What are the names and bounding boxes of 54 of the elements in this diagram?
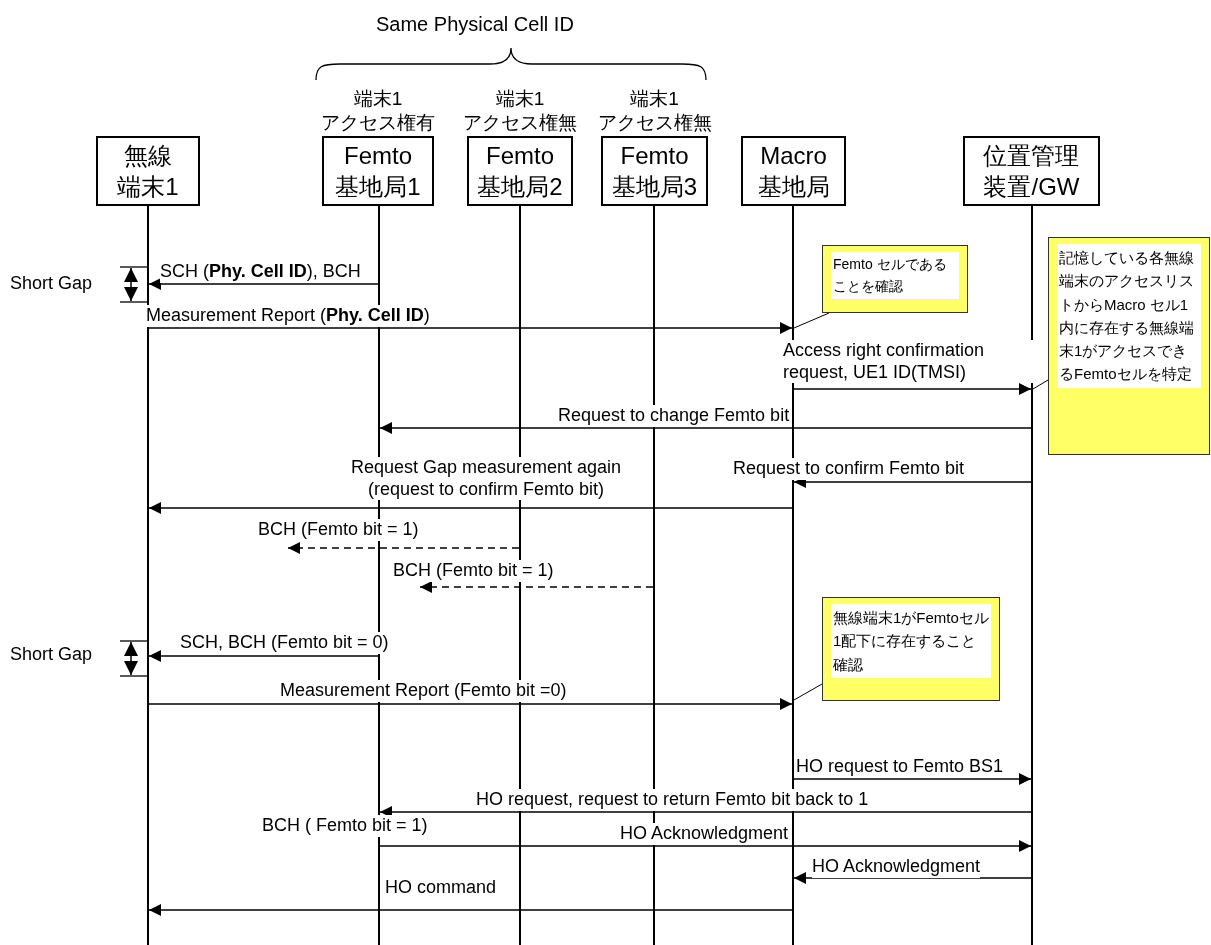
message-arrow xyxy=(148,278,379,290)
message-arrow xyxy=(419,581,654,593)
leader-line xyxy=(793,312,830,329)
edge-label: Measurement Report (Phy. Cell ID) xyxy=(146,305,430,327)
leader-line xyxy=(793,683,823,701)
edge-label: BCH (Femto bit = 1) xyxy=(258,519,419,541)
edge-label: Measurement Report (Femto bit =0) xyxy=(280,680,567,702)
message-arrow xyxy=(148,698,793,710)
message-arrow xyxy=(379,422,1032,434)
note-text: 無線端末1がFemtoセル1配下に存在すること確認 xyxy=(831,604,991,678)
message-arrow xyxy=(148,650,379,662)
text-label: BCH ( Femto bit = 1) xyxy=(262,815,428,837)
edge-label: SCH (Phy. Cell ID), BCH xyxy=(160,261,361,283)
lifeline xyxy=(653,206,655,945)
message-arrow xyxy=(379,806,1032,818)
edge-label: SCH, BCH (Femto bit = 0) xyxy=(180,632,389,654)
message-arrow xyxy=(287,542,520,554)
message-arrow xyxy=(379,840,1032,852)
access-right-label: 端末1 xyxy=(353,88,403,111)
lifeline xyxy=(1031,206,1033,945)
note-box xyxy=(822,597,1000,701)
note-box xyxy=(1048,237,1210,455)
edge-label: Request to change Femto bit xyxy=(558,405,790,427)
edge-label: BCH (Femto bit = 1) xyxy=(393,560,554,582)
lifeline xyxy=(147,206,149,945)
participant-box: Macro 基地局 xyxy=(741,136,846,206)
access-right-label: アクセス権有 xyxy=(321,112,435,135)
note-text: Femto セルであることを確認 xyxy=(831,252,959,300)
participant-box: 無線端末1 xyxy=(96,136,200,206)
message-arrow xyxy=(793,872,1032,884)
access-right-label: 端末1 xyxy=(630,88,679,111)
message-arrow xyxy=(793,773,1032,785)
note-box xyxy=(822,245,968,313)
edge-label: HO request to Femto BS1 xyxy=(796,756,1004,778)
message-arrow xyxy=(148,904,793,916)
note-text: 記憶している各無線端末のアクセスリストからMacro セル1内に存在する無線端末1がアクセスできるFemtoセルを特定 xyxy=(1057,244,1201,388)
edge-label: HO Acknowledgment xyxy=(620,823,789,845)
message-arrow xyxy=(148,322,793,334)
access-right-label: アクセス権無 xyxy=(597,112,712,135)
participant-box: Femto 基地局1 xyxy=(322,136,434,206)
edge-label: HO Acknowledgment xyxy=(812,856,981,878)
lifeline xyxy=(792,206,794,945)
participant-box: 位置管理装置/GW xyxy=(963,136,1100,206)
leader-line xyxy=(1032,379,1049,390)
message-arrow xyxy=(148,502,793,514)
edge-label: HO request, request to return Femto bit back to 1 xyxy=(476,789,869,811)
participant-box: Femto 基地局2 xyxy=(467,136,573,206)
text-label: Short Gap xyxy=(10,644,93,666)
message-arrow xyxy=(793,383,1032,395)
text-label: Short Gap xyxy=(10,273,93,295)
participant-box: Femto 基地局3 xyxy=(601,136,708,206)
access-right-label: アクセス権無 xyxy=(463,112,577,135)
access-right-label: 端末1 xyxy=(495,88,545,111)
edge-label: Request to confirm Femto bit xyxy=(733,458,965,480)
